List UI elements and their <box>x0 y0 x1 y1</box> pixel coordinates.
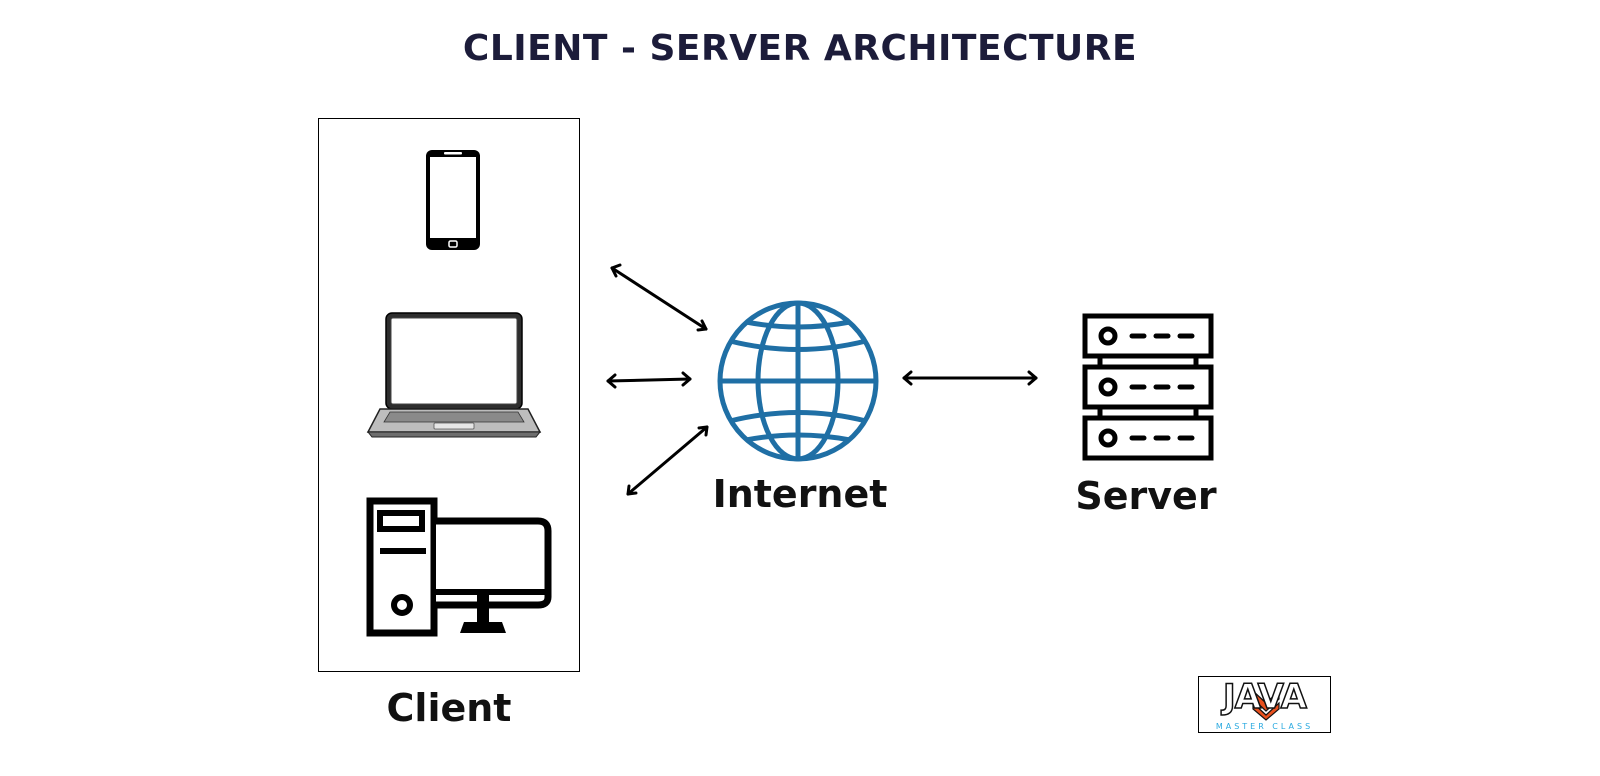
arrow-desktop-internet <box>626 425 709 496</box>
smartphone-icon <box>426 150 480 250</box>
server-label: Server <box>1075 474 1217 518</box>
logo-subtitle: MASTER CLASS <box>1215 722 1314 731</box>
arrow-laptop-internet <box>606 371 692 389</box>
laptop-icon <box>366 312 542 438</box>
logo-word: JAVA <box>1222 677 1307 717</box>
diagram-title: CLIENT - SERVER ARCHITECTURE <box>462 28 1138 69</box>
client-group-box <box>318 118 580 672</box>
arrow-internet-server <box>902 370 1038 386</box>
logo-chevron-icon <box>1252 689 1280 721</box>
client-label: Client <box>386 686 512 730</box>
internet-label: Internet <box>712 472 888 516</box>
desktop-computer-icon <box>366 497 552 637</box>
server-rack-icon <box>1082 313 1214 461</box>
java-master-class-logo: JAVA MASTER CLASS <box>1198 676 1331 733</box>
globe-icon <box>717 300 879 462</box>
arrow-phone-internet <box>610 263 708 332</box>
